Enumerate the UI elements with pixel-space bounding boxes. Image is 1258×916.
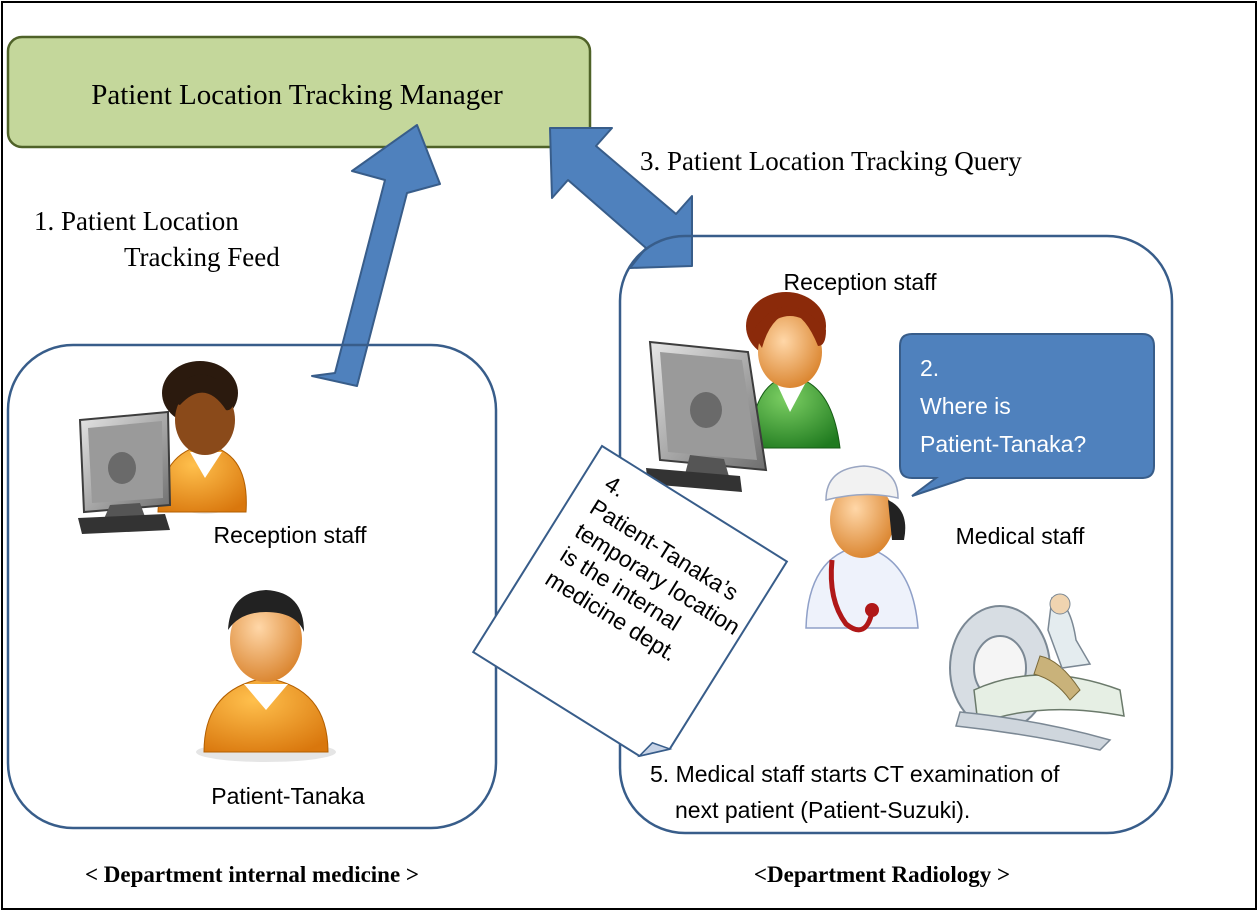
- note-fold: [637, 741, 673, 758]
- medical-staff-label: Medical staff: [956, 523, 1085, 549]
- manager-label: Patient Location Tracking Manager: [91, 79, 503, 111]
- radiology-dept-label: <Department Radiology >: [754, 862, 1010, 887]
- bubble-line3: Patient-Tanaka?: [920, 431, 1086, 457]
- medical-staff-icon: [805, 465, 919, 633]
- query-arrow: [549, 127, 693, 269]
- ct-scanner-icon: [949, 593, 1125, 751]
- internal-dept-label: < Department internal medicine >: [85, 862, 419, 887]
- internal-reception-label: Reception staff: [213, 522, 367, 548]
- bubble-line1: 2.: [920, 355, 939, 381]
- note-4: 4. Patient-Tanaka’s temporary location i…: [471, 444, 789, 758]
- step5-line1: 5. Medical staff starts CT examination o…: [650, 761, 1060, 787]
- speech-bubble: [899, 333, 1155, 497]
- radiology-reception-icon: [646, 292, 841, 492]
- feed-arrow: [311, 124, 441, 387]
- patient-tanaka-label: Patient-Tanaka: [211, 783, 365, 809]
- step1-line1: 1. Patient Location: [34, 206, 239, 236]
- radiology-reception-label: Reception staff: [783, 269, 937, 295]
- step1-line2: Tracking Feed: [124, 242, 280, 272]
- patient-tanaka-icon: [196, 590, 336, 762]
- manager-box: [6, 35, 592, 149]
- step5-line2: next patient (Patient-Suzuki).: [675, 797, 970, 823]
- internal-reception-icon: [78, 361, 247, 534]
- step3-label: 3. Patient Location Tracking Query: [640, 146, 1022, 176]
- internal-medicine-box: [6, 343, 498, 830]
- bubble-line2: Where is: [920, 393, 1011, 419]
